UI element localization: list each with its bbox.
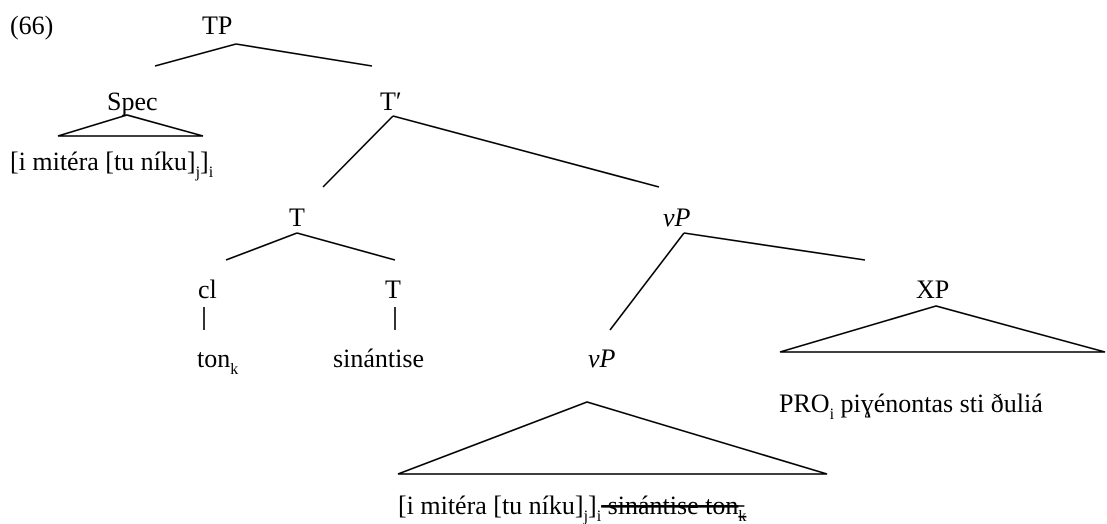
node-t-head: T bbox=[289, 203, 305, 232]
node-tp: TP bbox=[202, 11, 232, 40]
node-t-lower: T bbox=[385, 275, 401, 304]
leaf-clitic: tonk bbox=[197, 344, 238, 378]
node-vp-lower: vP bbox=[588, 344, 616, 373]
branch-tp-spec bbox=[154, 43, 237, 67]
leaf-xp-content: PROi piɣénontas sti ðuliá bbox=[779, 389, 1043, 423]
branch-t-tlower bbox=[296, 232, 396, 261]
struck-clitic-sub: k bbox=[738, 508, 746, 524]
node-t-bar: T′ bbox=[380, 87, 402, 116]
leaf-verb: sinántise bbox=[333, 344, 424, 373]
branch-t-cl bbox=[225, 232, 298, 261]
leaf-spec-subject: [i mitéra [tu níku]j]i bbox=[10, 147, 214, 181]
branch-tp-tbar bbox=[235, 43, 373, 67]
branch-vp-xp bbox=[683, 232, 866, 261]
branch-tbar-vp bbox=[392, 115, 660, 188]
branch-vp-vp bbox=[609, 232, 685, 331]
node-spec: Spec bbox=[107, 87, 158, 116]
node-cl: cl bbox=[198, 275, 217, 304]
triangle-xp bbox=[779, 305, 1106, 353]
triangle-spec bbox=[57, 114, 204, 137]
node-xp: XP bbox=[916, 275, 949, 304]
triangle-vp-lower bbox=[397, 401, 828, 475]
branch-tbar-t bbox=[322, 115, 394, 188]
leaf-vp-content: [i mitéra [tu níku]j]i sinántise tonk bbox=[398, 491, 746, 524]
example-number: (66) bbox=[10, 11, 53, 40]
node-vp-upper: vP bbox=[663, 203, 691, 232]
